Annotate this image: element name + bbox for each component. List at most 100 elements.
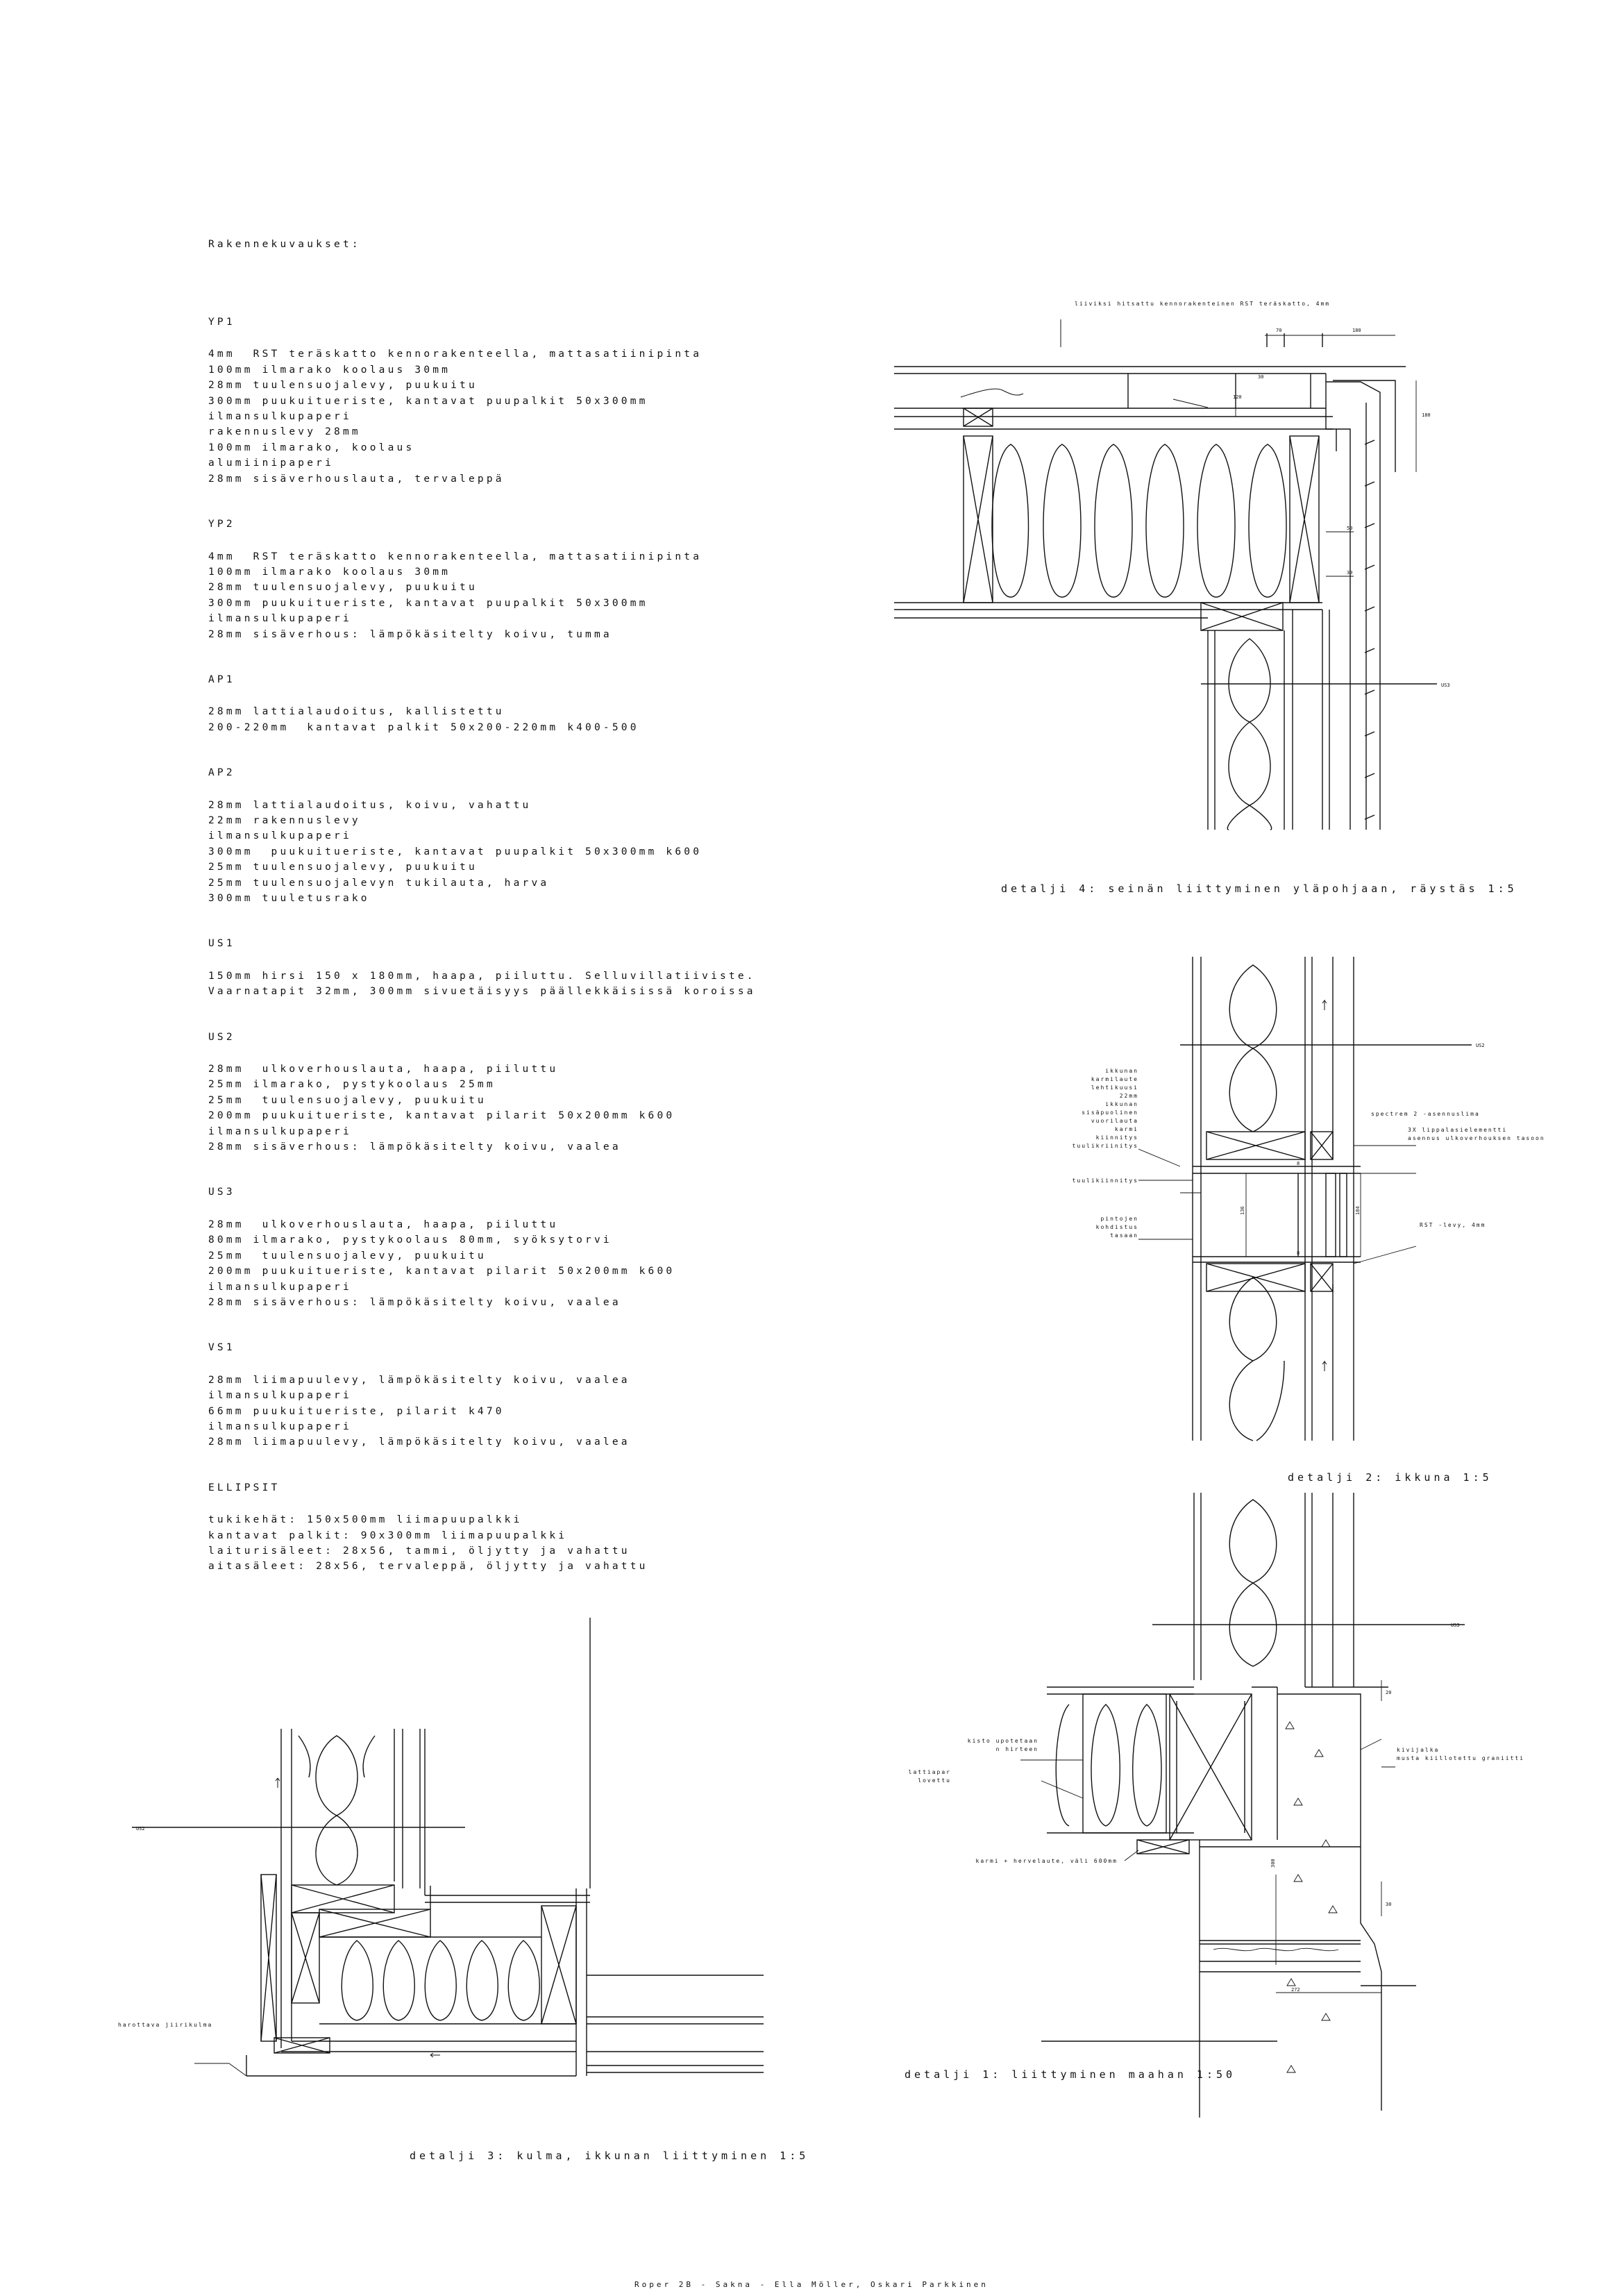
spec-line: Vaarnatapit 32mm, 300mm sivuetäisyys pää… — [208, 986, 756, 998]
d2-note-left-7: karmi — [1115, 1126, 1138, 1132]
spec-section-title: VS1 — [208, 1342, 235, 1354]
spec-line: 25mm tuulensuojalevy, puukuitu — [208, 862, 478, 873]
d2-dim-4: 8 — [1297, 1250, 1300, 1256]
d1-note-l3: karmi + hervelaute, väli 600mm — [976, 1858, 1118, 1864]
spec-line: 28mm tuulensuojalevy, puukuitu — [208, 380, 478, 392]
spec-line: 25mm ilmarako, pystykoolaus 25mm — [208, 1079, 496, 1091]
spec-line: 100mm ilmarako, koolaus — [208, 442, 415, 453]
spec-line: tukikehät: 150x500mm liimapuupalkki — [208, 1514, 523, 1526]
d2-note-r2b: asennus ulkoverhouksen tasoon — [1408, 1135, 1545, 1141]
d2-dim-3: 8 — [1297, 1161, 1300, 1166]
d2-dim-1: 136 — [1240, 1206, 1245, 1215]
spec-line: ilmansulkupaperi — [208, 1125, 352, 1137]
spec-line: 25mm tuulensuojalevy, puukuitu — [208, 1094, 487, 1106]
spec-line: 28mm liimapuulevy, lämpökäsitelty koivu,… — [208, 1374, 630, 1386]
spec-line: 28mm sisäverhous: lämpökäsitelty koivu, … — [208, 1296, 621, 1308]
spec-line: 28mm liimapuulevy, lämpökäsitelty koivu,… — [208, 1436, 630, 1448]
d2-note-r2a: 3X lippalasielementti — [1408, 1127, 1507, 1133]
spec-line: 80mm ilmarako, pystykoolaus 80mm, syöksy… — [208, 1234, 612, 1246]
d2-note-r1: spectrem 2 -asennuslima — [1371, 1111, 1480, 1117]
spec-line: 300mm puukuitueriste, kantavat puupalkit… — [208, 597, 648, 609]
d2-note-left-3: 22mm — [1120, 1093, 1138, 1099]
spec-line: ilmansulkupaperi — [208, 411, 352, 423]
d2-note-left-2: lehtikuusi — [1091, 1084, 1138, 1091]
spec-section-us2: US2 28mm ulkoverhouslauta, haapa, piilutt… — [208, 1030, 736, 1155]
d4-dim-2: 180 — [1352, 328, 1361, 333]
d4-dim-5: 50 — [1347, 526, 1352, 531]
spec-line: 28mm tuulensuojalevy, puukuitu — [208, 582, 478, 594]
d2-note-left-5: sisäpuolinen — [1082, 1109, 1138, 1116]
d4-caption: detalji 4: seinän liittyminen yläpohjaan… — [1001, 882, 1517, 895]
spec-line: 100mm ilmarako koolaus 30mm — [208, 364, 451, 376]
spec-line: 25mm tuulensuojalevy, puukuitu — [208, 1250, 487, 1262]
spec-section-title: ELLIPSIT — [208, 1482, 280, 1493]
spec-line: laiturisäleet: 28x56, tammi, öljytty ja … — [208, 1545, 630, 1557]
spec-line: ilmansulkupaperi — [208, 1281, 352, 1293]
d1-note-ra: kivijalka — [1397, 1747, 1439, 1753]
spec-section-title: YP1 — [208, 317, 235, 328]
d1-note-l2b: lovettu — [918, 1777, 951, 1784]
spec-line: 28mm sisäverhous: lämpökäsitelty koivu, … — [208, 628, 612, 640]
spec-line: 100mm ilmarako koolaus 30mm — [208, 566, 451, 578]
spec-line: alumiinipaperi — [208, 458, 335, 469]
detail-3-drawing — [132, 1618, 764, 2077]
detail-4-drawing — [894, 319, 1437, 830]
d3-tag: US2 — [136, 1826, 145, 1832]
spec-line: 200mm puukuitueriste, kantavat pilarit 5… — [208, 1266, 675, 1277]
d4-dim-4: 180 — [1422, 412, 1431, 418]
spec-section-us1: US1 150mm hirsi 150 x 180mm, haapa, piilu… — [208, 936, 756, 999]
spec-line: 28mm ulkoverhouslauta, haapa, piiluttu — [208, 1064, 559, 1075]
spec-line: ilmansulkupaperi — [208, 613, 352, 625]
d1-caption: detalji 1: liittyminen maahan 1:50 — [905, 2068, 1236, 2081]
spec-heading: Rakennekuvaukset: — [208, 238, 361, 250]
d4-dim-3: 120 — [1233, 394, 1242, 400]
spec-line: 200-220mm kantavat palkit 50x200-220mm k… — [208, 721, 639, 733]
spec-line: rakennuslevy 28mm — [208, 426, 361, 438]
spec-line: 25mm tuulensuojalevyn tukilauta, harva — [208, 877, 550, 889]
spec-line: 28mm sisäverhouslauta, tervaleppä — [208, 473, 505, 485]
d1-note-l2a: lattiapar — [909, 1769, 951, 1775]
d1-note-l1b: n hirteen — [996, 1746, 1038, 1752]
spec-line: 28mm lattialaudoitus, koivu, vahattu — [208, 799, 532, 811]
d2-note-left-1: karmilaute — [1091, 1076, 1138, 1082]
spec-line: kantavat palkit: 90x300mm liimapuupalkki — [208, 1530, 568, 1541]
footer-credits: Roper 2B - Sakna - Ella Möller, Oskari P… — [634, 2280, 989, 2289]
spec-section-title: US1 — [208, 938, 235, 950]
d2-note-left-9: tuulikriinitys — [1073, 1143, 1138, 1149]
spec-line: aitasäleet: 28x56, tervaleppä, öljytty j… — [208, 1561, 648, 1573]
d1-note-l1a: kisto upotetaan — [968, 1738, 1038, 1744]
spec-line: 28mm ulkoverhouslauta, haapa, piiluttu — [208, 1218, 559, 1230]
spec-line: 300mm puukuitueriste, kantavat puupalkit… — [208, 846, 703, 857]
spec-section-vs1: VS1 28mm liimapuulevy, lämpökäsitelty koi… — [208, 1340, 736, 1450]
d2-note-left-6: vuorilauta — [1091, 1118, 1138, 1124]
d4-note-roof: liiviksi hitsattu kennorakenteinen RST t… — [1075, 301, 1330, 307]
spec-line: 150mm hirsi 150 x 180mm, haapa, piiluttu… — [208, 970, 756, 982]
d1-note-rb: musta kiillotettu graniitti — [1397, 1755, 1524, 1761]
d2-tag: US2 — [1476, 1043, 1485, 1048]
spec-section-ellipsit: ELLIPSIT tukikehät: 150x500mm liimapuupal… — [208, 1480, 736, 1575]
detail-2-drawing — [1138, 957, 1472, 1441]
d2-note-r3: RST -levy, 4mm — [1420, 1222, 1486, 1228]
d1-tag: US3 — [1451, 1623, 1460, 1628]
d2-note-left-0: ikkunan — [1105, 1068, 1138, 1074]
spec-section-title: US2 — [208, 1031, 235, 1043]
spec-line: 300mm tuuletusrako — [208, 893, 370, 904]
d2-note-left-c0: pintojen — [1100, 1216, 1138, 1222]
spec-line: 300mm puukuitueriste, kantavat puupalkit… — [208, 395, 648, 407]
d2-dim-2: 184 — [1355, 1206, 1361, 1215]
d1-dim-2: 272 — [1291, 1987, 1300, 1993]
d2-note-left-4: ikkunan — [1105, 1101, 1138, 1107]
spec-line: 28mm sisäverhous: lämpökäsitelty koivu, … — [208, 1141, 621, 1153]
spec-section-title: AP2 — [208, 767, 235, 779]
spec-line: 22mm rakennuslevy — [208, 814, 361, 826]
spec-section-title: AP1 — [208, 673, 235, 685]
d1-dim-4: 30 — [1386, 1902, 1391, 1907]
detail-1-drawing — [1020, 1493, 1465, 2118]
